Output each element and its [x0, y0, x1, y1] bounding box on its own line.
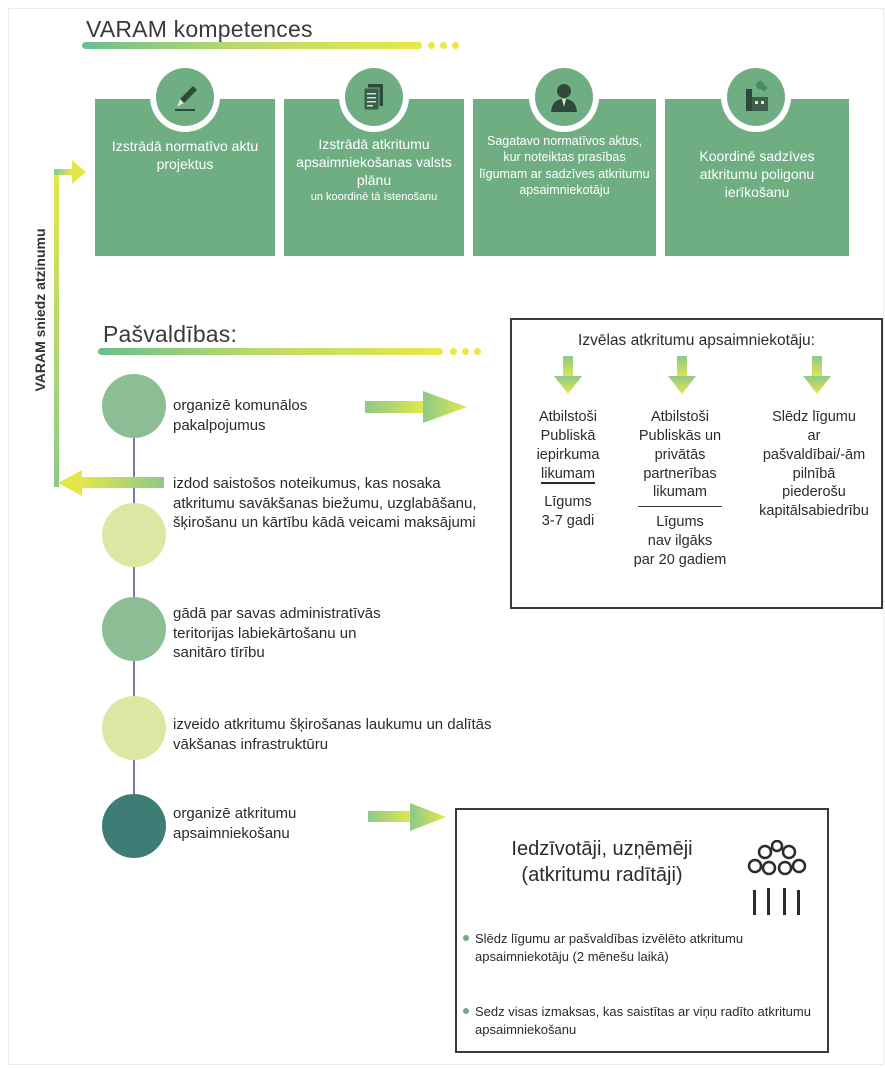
down-arrow-icon: [803, 356, 831, 394]
option-text: partnerības: [643, 465, 717, 482]
timeline-circle: [102, 374, 166, 438]
residents-title-line: Iedzīvotāji, uzņēmēji: [511, 838, 693, 860]
option-text: pašvaldībai/-ām: [762, 446, 866, 463]
choose-operator-box: Izvēlas atkritumu apsaimniekotāju: Atbil…: [510, 318, 883, 609]
option-text: Publiskā: [540, 427, 596, 444]
timeline-circle: [102, 597, 166, 661]
residents-title: Iedzīvotāji, uzņēmēji (atkritumu radītāj…: [467, 836, 737, 888]
varam-side-label: VARAM sniedz atzinumu: [32, 228, 48, 392]
contract-term: Līgums: [656, 514, 704, 531]
pasvaldibas-item-5: organizē atkritumu apsaimniekošanu: [173, 805, 297, 842]
contract-term: 3-7 gadi: [541, 513, 595, 530]
factory-badge: [721, 62, 791, 132]
timeline-circle: [102, 503, 166, 567]
option-text: iepirkuma: [536, 446, 600, 463]
varam-title-underline: [82, 42, 422, 49]
card-text: Sagatavo normatīvos aktus, kur noteiktas…: [479, 134, 650, 197]
option-text: Atbilstoši: [650, 409, 710, 425]
residents-box: Iedzīvotāji, uzņēmēji (atkritumu radītāj…: [455, 808, 829, 1053]
option-text: piederošu: [782, 484, 846, 501]
option-text: Atbilstoši: [538, 409, 598, 425]
contract-term: Līgums: [544, 494, 592, 511]
pasvaldibas-item-1: organizē komunālos pakalpojumus: [173, 397, 308, 434]
arrow-to-choose-box: [365, 391, 467, 423]
option-ppp: Atbilstoši Publiskās un privātās partner…: [630, 408, 730, 570]
contract-term: nav ilgāks: [647, 533, 713, 550]
contract-term: par 20 gadiem: [633, 551, 727, 568]
side-label-wrap: VARAM sniedz atzinumu: [30, 190, 50, 430]
pasvaldibas-title: Pašvaldības:: [103, 321, 238, 347]
divider: [638, 506, 722, 508]
pasvaldibas-item-3: gādā par savas administratīvās teritorij…: [173, 605, 381, 661]
timeline-circle: [102, 696, 166, 760]
card-text: Izstrādā normatīvo aktu projektus: [111, 138, 259, 173]
pasvaldibas-item-4: izveido atkritumu šķirošanas laukumu un …: [173, 716, 492, 753]
option-text: Slēdz līgumu: [772, 409, 856, 425]
card-subtext: un koordinē tā īstenošanu: [310, 190, 438, 203]
bullet-text: Slēdz līgumu ar pašvaldības izvēlēto atk…: [475, 931, 744, 965]
timeline-circle: [102, 794, 166, 858]
choose-box-title: Izvēlas atkritumu apsaimniekotāju:: [578, 332, 815, 349]
option-municipal-company: Slēdz līgumu ar pašvaldībai/-ām pilnībā …: [749, 408, 879, 521]
down-arrow-icon: [668, 356, 696, 394]
down-arrow-icon: [554, 356, 582, 394]
bullet-text: Sedz visas izmaksas, kas saistītas ar vi…: [475, 1004, 811, 1038]
pasvaldibas-title-underline: [98, 348, 443, 355]
varam-title: VARAM kompetences: [86, 16, 313, 42]
pen-icon: [156, 68, 214, 126]
option-text: kapitālsabiedrību: [759, 503, 869, 520]
documents-badge: [339, 62, 409, 132]
card-text: Izstrādā atkritumu apsaimniekošanas vals…: [296, 136, 452, 189]
factory-icon: [727, 68, 785, 126]
arrow-to-residents-box: [368, 803, 446, 831]
card-text: Koordinē sadzīves atkritumu poligonu ier…: [699, 148, 815, 201]
option-text: ar: [807, 427, 821, 444]
pen-badge: [150, 62, 220, 132]
bullet-dot: [463, 1008, 469, 1014]
option-text: privātās: [654, 446, 706, 463]
option-text: likumam: [541, 465, 595, 484]
feedback-arrow: [54, 160, 86, 487]
varam-title-dots: [428, 42, 459, 49]
pasvaldibas-title-dots: [450, 348, 481, 355]
option-public-procurement: Atbilstoši Publiskā iepirkuma likumam Lī…: [518, 408, 618, 531]
person-icon: [535, 68, 593, 126]
residents-bullet: Slēdz līgumu ar pašvaldības izvēlēto atk…: [463, 930, 763, 966]
bullet-dot: [463, 935, 469, 941]
pasvaldibas-item-2: izdod saistošos noteikumus, kas nosaka a…: [173, 475, 477, 531]
option-text: likumam: [653, 484, 707, 501]
option-text: pilnībā: [792, 465, 836, 482]
people-icon: [747, 840, 807, 915]
residents-title-line: (atkritumu radītāji): [521, 864, 683, 886]
person-badge: [529, 62, 599, 132]
documents-icon: [345, 68, 403, 126]
residents-bullet: Sedz visas izmaksas, kas saistītas ar vi…: [463, 1003, 813, 1039]
option-text: Publiskās un: [638, 427, 722, 444]
arrow-to-varam: [58, 470, 164, 496]
